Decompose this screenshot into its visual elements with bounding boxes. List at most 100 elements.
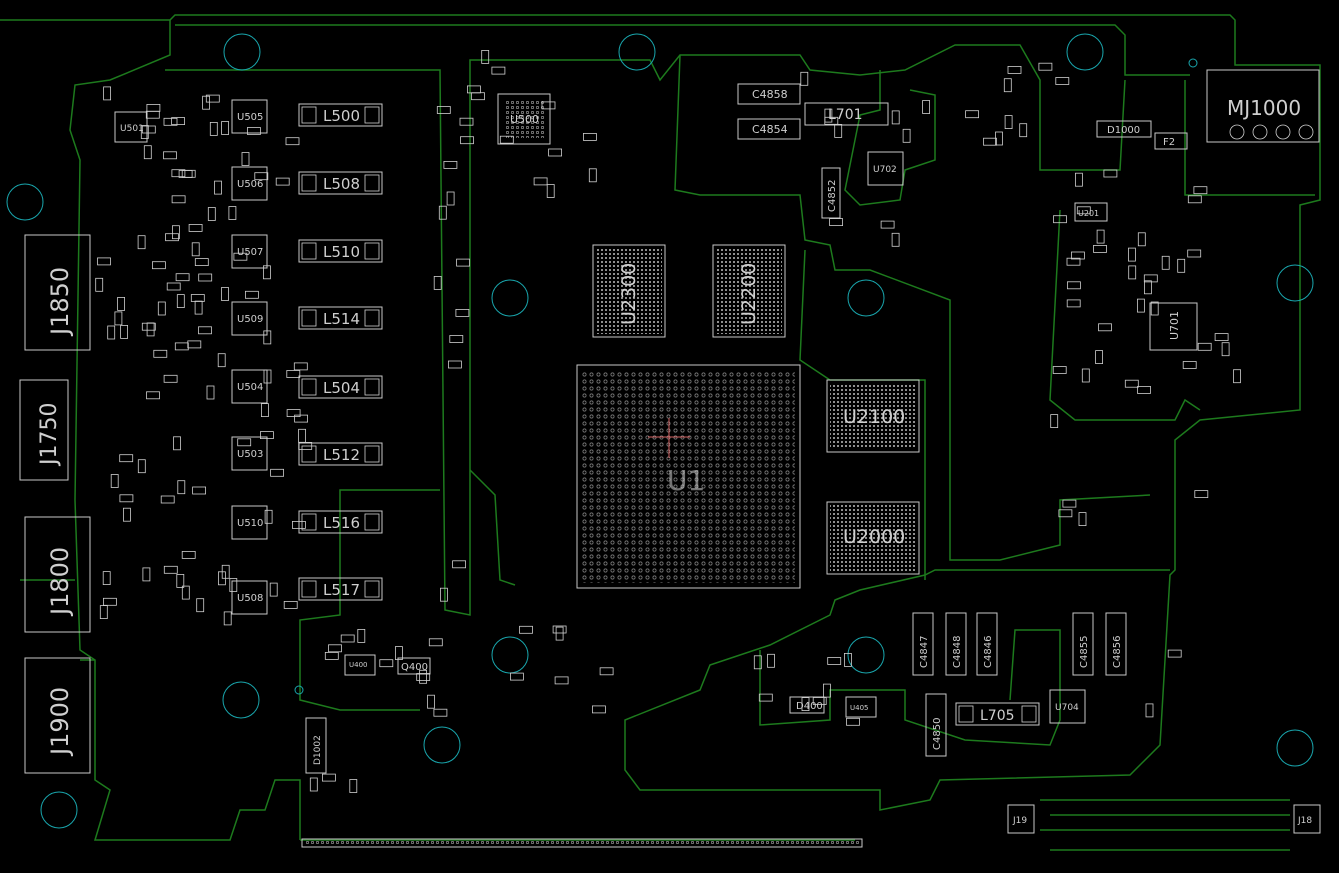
chip-u500: U500 bbox=[497, 93, 551, 145]
connector-j18: J18 bbox=[1293, 804, 1321, 834]
svg-text:MJ1000: MJ1000 bbox=[1227, 96, 1301, 120]
vrm-u506: U506 bbox=[231, 166, 268, 201]
svg-text:L517: L517 bbox=[323, 581, 360, 599]
chip-u2300: U2300 bbox=[592, 244, 666, 338]
chip-u201: U201 bbox=[1074, 202, 1108, 222]
chip-u704: U704 bbox=[1049, 689, 1086, 724]
board-traces bbox=[0, 14, 1321, 851]
svg-text:U701: U701 bbox=[1168, 311, 1181, 340]
cap-c4850: C4850 bbox=[925, 693, 947, 757]
svg-text:U507: U507 bbox=[237, 247, 263, 258]
svg-text:J1800: J1800 bbox=[46, 547, 74, 617]
svg-text:J1900: J1900 bbox=[46, 687, 74, 757]
svg-text:J18: J18 bbox=[1297, 816, 1312, 826]
vrm-u508: U508 bbox=[231, 580, 268, 615]
svg-text:U2100: U2100 bbox=[843, 406, 905, 428]
svg-text:U2200: U2200 bbox=[738, 263, 760, 325]
svg-text:C4848: C4848 bbox=[952, 636, 963, 668]
svg-text:U510: U510 bbox=[237, 518, 263, 529]
chip-u2200: U2200 bbox=[712, 244, 786, 338]
inductor-l514: L514 bbox=[298, 306, 383, 330]
vrm-u504: U504 bbox=[231, 369, 268, 404]
vrm-u509: U509 bbox=[231, 301, 268, 336]
inductor-l705: L705 bbox=[955, 702, 1040, 726]
connector-j1900: J1900 bbox=[24, 657, 91, 774]
mounting-holes bbox=[6, 33, 1314, 829]
svg-text:J1750: J1750 bbox=[37, 403, 62, 467]
svg-text:Q400: Q400 bbox=[401, 662, 428, 673]
connector-j1800: J1800 bbox=[24, 516, 91, 633]
svg-text:U704: U704 bbox=[1055, 703, 1079, 713]
svg-text:L504: L504 bbox=[323, 379, 360, 397]
svg-text:U505: U505 bbox=[237, 112, 263, 123]
svg-text:U504: U504 bbox=[237, 382, 263, 393]
svg-text:L510: L510 bbox=[323, 243, 360, 261]
connector-j1750: J1750 bbox=[19, 379, 69, 481]
diode-d1002: D1002 bbox=[305, 717, 327, 774]
pcie-edge-connector bbox=[301, 838, 863, 848]
vrm-u510: U510 bbox=[231, 505, 268, 540]
vrm-u507: U507 bbox=[231, 234, 268, 269]
svg-text:U405: U405 bbox=[850, 704, 868, 712]
svg-text:L701: L701 bbox=[828, 107, 863, 123]
chip-u2000: U2000 bbox=[826, 501, 920, 575]
inductor-l701: L701 bbox=[804, 102, 889, 126]
connector-j1850: J1850 bbox=[24, 234, 91, 351]
svg-text:L500: L500 bbox=[323, 107, 360, 125]
svg-text:U2300: U2300 bbox=[618, 263, 640, 325]
svg-text:U500: U500 bbox=[510, 113, 539, 126]
connector-mj1000: MJ1000 bbox=[1206, 69, 1320, 143]
svg-text:C4850: C4850 bbox=[932, 718, 943, 750]
svg-text:C4858: C4858 bbox=[752, 88, 788, 101]
chip-q400: Q400 bbox=[397, 657, 431, 675]
fuse-f2: F2 bbox=[1154, 132, 1188, 150]
inductor-l510: L510 bbox=[298, 239, 383, 263]
svg-text:L514: L514 bbox=[323, 310, 360, 328]
cap-c4855: C4855 bbox=[1072, 612, 1094, 676]
svg-text:J1850: J1850 bbox=[46, 267, 74, 337]
vrm-u505: U505 bbox=[231, 99, 268, 134]
svg-text:U501: U501 bbox=[120, 124, 144, 134]
vrm-u501: U501 bbox=[114, 111, 148, 143]
svg-text:C4854: C4854 bbox=[752, 123, 788, 136]
cap-c4852: C4852 bbox=[821, 167, 841, 219]
cap-c4856: C4856 bbox=[1105, 612, 1127, 676]
inductor-l500: L500 bbox=[298, 103, 383, 127]
passive-components bbox=[95, 50, 1241, 793]
svg-text:U1: U1 bbox=[667, 464, 705, 497]
svg-text:C4847: C4847 bbox=[919, 636, 930, 668]
chip-u702: U702 bbox=[867, 151, 904, 186]
inductor-l512: L512 bbox=[298, 442, 383, 466]
inductor-l504: L504 bbox=[298, 375, 383, 399]
chip-u2100: U2100 bbox=[826, 379, 920, 453]
svg-text:U506: U506 bbox=[237, 179, 263, 190]
svg-text:C4856: C4856 bbox=[1112, 636, 1123, 668]
cap-c4847: C4847 bbox=[912, 612, 934, 676]
svg-text:U508: U508 bbox=[237, 593, 263, 604]
svg-text:L508: L508 bbox=[323, 175, 360, 193]
svg-text:U503: U503 bbox=[237, 449, 263, 460]
chip-u405: U405 bbox=[845, 696, 877, 718]
svg-text:U702: U702 bbox=[873, 165, 897, 175]
cap-c4858: C4858 bbox=[737, 83, 801, 105]
chip-u1: U1 bbox=[576, 364, 801, 589]
inductor-l508: L508 bbox=[298, 171, 383, 195]
cap-c4846: C4846 bbox=[976, 612, 998, 676]
inductor-l517: L517 bbox=[298, 577, 383, 601]
svg-text:U2000: U2000 bbox=[843, 526, 905, 548]
svg-text:D1002: D1002 bbox=[313, 735, 323, 765]
diode-d1000: D1000 bbox=[1096, 120, 1152, 138]
svg-text:L705: L705 bbox=[980, 708, 1015, 724]
svg-text:D1000: D1000 bbox=[1107, 125, 1140, 136]
chip-u400: U400 bbox=[344, 654, 376, 676]
svg-text:J19: J19 bbox=[1012, 816, 1027, 826]
chip-u701: U701 bbox=[1149, 302, 1198, 351]
svg-text:C4852: C4852 bbox=[827, 180, 838, 212]
svg-text:L516: L516 bbox=[323, 514, 360, 532]
inductor-l516: L516 bbox=[298, 510, 383, 534]
connector-j19: J19 bbox=[1007, 804, 1035, 834]
svg-text:F2: F2 bbox=[1163, 137, 1175, 148]
vrm-u503: U503 bbox=[231, 436, 268, 471]
svg-text:U509: U509 bbox=[237, 314, 263, 325]
svg-text:L512: L512 bbox=[323, 446, 360, 464]
